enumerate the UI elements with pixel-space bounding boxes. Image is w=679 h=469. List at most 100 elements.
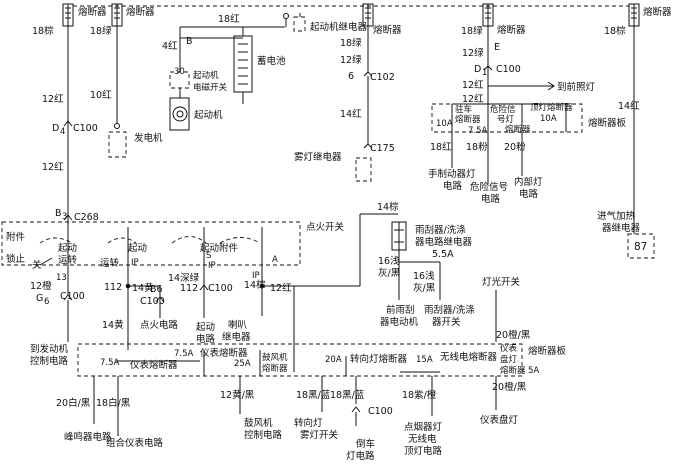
cig-label-2: 无线电 [408, 433, 437, 445]
wiper-motor-1: 前雨刮 [386, 304, 415, 316]
light-switch: 灯光开关 20橙/黑 [482, 276, 531, 342]
start-circuit-2: 电路 [196, 333, 216, 345]
wire-label: 18白/黑 [96, 397, 131, 409]
terminal-a: A [272, 255, 278, 265]
amp-10a-b: 10A [540, 114, 557, 124]
wire-label: 14棕 [377, 201, 399, 213]
starter-motor-label: 起动机 [194, 109, 223, 121]
terminal-s: S [206, 251, 211, 261]
wire-label: 10红 [90, 89, 112, 101]
fuse-amp: 5A [528, 366, 539, 376]
col4-circuit: 12绿 E D 1 C100 12红 到前照灯 12红 熔断器板 驻车 熔断器 … [428, 26, 627, 205]
fuse-amp: 25A [234, 359, 251, 369]
start-run-2a: 起动 [128, 243, 147, 254]
position-lock: 锁止 [6, 253, 26, 265]
terminal-ip1: IP [131, 258, 139, 268]
hazard-fuse-2: 号灯 [497, 114, 515, 125]
cig-label-3: 顶灯电路 [404, 445, 443, 457]
col1-wiring: 12红 C100 D 4 12红 B 3 C268 [42, 93, 99, 223]
starter-relay-label: 起动机继电器 [310, 21, 368, 33]
wire-label: 18绿 [461, 25, 483, 37]
fog-relay-label: 雾灯继电器 [294, 151, 342, 163]
horn-relay-2: 继电器 [222, 331, 251, 343]
fuse-amp: 7.5A [100, 358, 120, 368]
wiper-relay-amp: 5.5A [432, 249, 454, 260]
terminal-30: 30 [174, 67, 185, 77]
ignition-branches: 12橙 G 6 C100 到发动机 控制电路 112 14黄 B6 C100 点… [30, 265, 295, 372]
connector-d: D [474, 64, 481, 75]
fuse-column-4: 熔断器 18绿 [461, 3, 526, 37]
cluster-label: 组合仪表电路 [106, 437, 164, 449]
interior-label-2: 电路 [519, 188, 539, 200]
handbrake-label-2: 电路 [443, 180, 463, 192]
wire-label: 14黄 [132, 282, 154, 294]
ignite-circuit: 点火电路 [140, 319, 179, 331]
wire-label: 14深绿 [168, 272, 200, 284]
engine-ctrl-2: 控制电路 [30, 355, 69, 367]
amp-7-5a: 7.5A [468, 126, 488, 136]
wire-label: 18紫/橙 [402, 389, 437, 401]
connector-g-sub: 6 [44, 297, 49, 307]
light-switch-label: 灯光开关 [482, 276, 521, 288]
wire-label: 12绿 [462, 47, 484, 59]
bottom-outputs: 20白/黑 18白/黑 峰鸣器电路 组合仪表电路 12黄/黑 鼓风机 控制电路 … [56, 376, 519, 462]
wire-label: 18红 [430, 141, 452, 153]
wiper-relay-1: 雨刮器/洗涤 [415, 224, 466, 236]
ignition-switch-label: 点火开关 [306, 221, 345, 233]
fuse-label: 熔断器 [373, 24, 402, 36]
handbrake-label-1: 手制动器灯 [428, 168, 476, 180]
fuse-name: 无线电熔断器 [440, 351, 498, 363]
fuse-name: 熔断器 [500, 365, 526, 376]
connector-d: D [52, 123, 59, 134]
wire-16b-1: 16浅 [413, 270, 435, 282]
wire-label: 12红 [42, 161, 64, 173]
connector-b: B [55, 208, 62, 219]
reverse-label-2: 灯电路 [346, 450, 375, 462]
intake-relay-num: 87 [634, 241, 647, 253]
wire-label: 14棕 [244, 279, 266, 291]
start-circuit-1: 起动 [196, 322, 215, 333]
connector-b6: B6 [150, 284, 163, 295]
wire-label: 4红 [162, 40, 178, 52]
connector-g: G [36, 293, 43, 304]
connector-c100: C100 [208, 283, 233, 294]
headlight-fuse: 顶灯熔断器 [530, 102, 573, 113]
terminal-13: 13 [56, 273, 67, 283]
wire-label: 12红 [270, 282, 292, 294]
buzzer-label: 峰鸣器电路 [64, 431, 112, 443]
connector-6: 6 [348, 71, 354, 82]
connector-d-sub: 1 [482, 68, 487, 78]
fuse-name: 仪表 [500, 343, 518, 354]
dash-light-label: 仪表盘灯 [480, 414, 519, 426]
connector-c100: C100 [496, 64, 521, 75]
connector-c100: C100 [368, 406, 393, 417]
wiper-motor-2: 器电动机 [380, 316, 419, 328]
fuse-amp: 7.5A [174, 349, 194, 359]
fuse-name: 鼓风机 [262, 352, 288, 363]
terminal-ip2: IP [208, 261, 216, 271]
solenoid-label-1: 起动机 [193, 70, 219, 81]
wire-label: 18棕 [604, 25, 626, 37]
fuse-label: 熔断器 [126, 6, 155, 18]
parking-fuse-1: 驻车 [455, 104, 472, 115]
connector-c100: C100 [60, 291, 85, 302]
alternator-label: 发电机 [134, 132, 163, 144]
headlight-label: 到前照灯 [557, 81, 596, 93]
fuse-panel-label: 熔断器板 [528, 345, 567, 357]
wire-16a-1: 16浅 [378, 255, 400, 267]
fuse-name: 熔断器 [262, 363, 288, 374]
parking-fuse-2: 熔断器 [455, 114, 481, 125]
wiper-switch-1: 雨刮器/洗涤 [424, 304, 475, 316]
connector-c268: C268 [74, 212, 99, 223]
wire-112: 112 [104, 282, 122, 293]
connector-d-sub: 4 [60, 127, 65, 137]
ignition-switch: 点火开关 附件 锁止 关 起动 运转 起动 运转 起动附件 13 IP S IP… [1, 221, 345, 283]
fuse-label: 熔断器 [78, 6, 107, 18]
engine-ctrl-1: 到发动机 [30, 343, 69, 355]
wire-label: 18绿 [90, 25, 112, 37]
connector-e: E [494, 42, 500, 53]
fuse-panel-label: 熔断器板 [588, 117, 627, 129]
fuse-column-2: 熔断器 18绿 10红 发电机 [90, 3, 163, 158]
wire-label: 20橙/黑 [492, 381, 527, 393]
